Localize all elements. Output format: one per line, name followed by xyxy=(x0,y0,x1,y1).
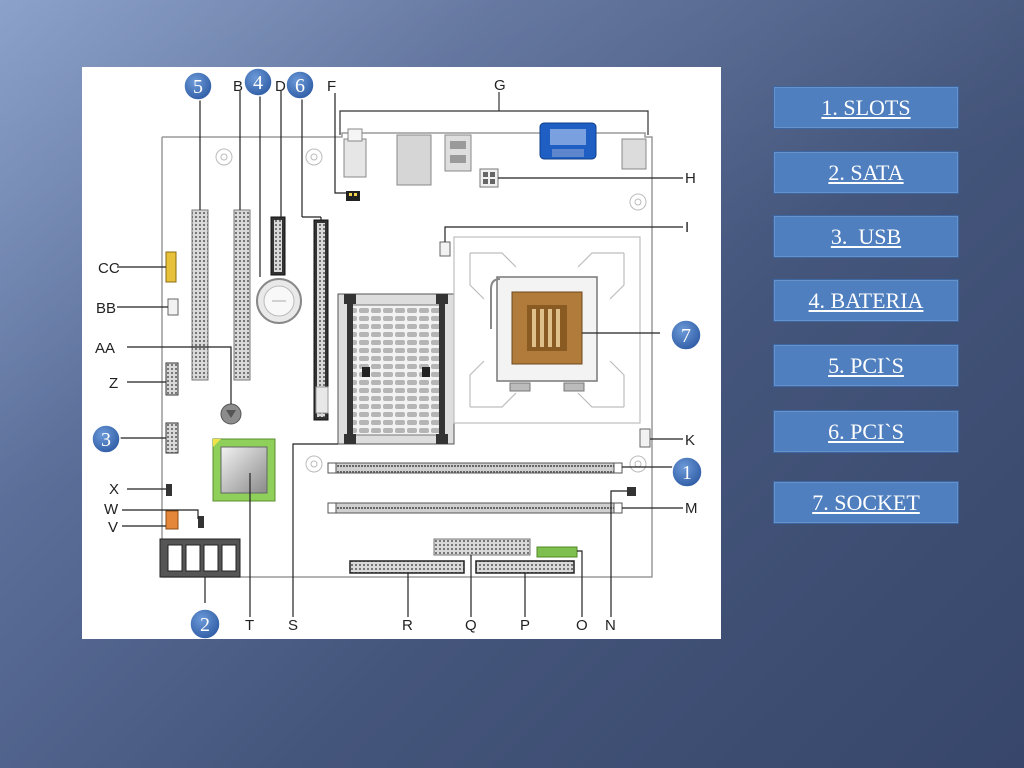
back-panel-connectors xyxy=(343,122,647,201)
chassis-intrusion-header xyxy=(627,487,636,496)
nav-link-pcis-5[interactable]: 5. PCI`S xyxy=(773,344,959,387)
label-t: T xyxy=(245,617,254,634)
label-h: H xyxy=(685,170,696,187)
svg-text:7: 7 xyxy=(681,325,691,347)
motherboard-diagram: B D F G H I K M N O P Q R S T CC BB AA Z… xyxy=(82,67,721,639)
cpu-retention-frame xyxy=(453,236,641,424)
label-r: R xyxy=(402,617,413,634)
marker-5: 5 xyxy=(183,71,213,101)
header-w xyxy=(198,516,204,528)
southbridge-chip xyxy=(212,438,276,502)
svg-text:3: 3 xyxy=(101,429,111,451)
label-x: X xyxy=(109,481,119,498)
label-cc: CC xyxy=(98,260,120,277)
label-b: B xyxy=(233,78,243,95)
label-f: F xyxy=(327,78,336,95)
marker-2: 2 xyxy=(189,608,221,639)
label-d: D xyxy=(275,78,286,95)
svg-text:6: 6 xyxy=(295,75,305,97)
svg-text:2: 2 xyxy=(200,614,210,636)
cpu-socket xyxy=(490,276,598,392)
floppy-connector xyxy=(349,560,465,574)
leader-lines xyxy=(117,89,686,617)
label-k: K xyxy=(685,432,695,449)
usb-header xyxy=(165,422,179,454)
header-v xyxy=(165,510,179,530)
label-n: N xyxy=(605,617,616,634)
pci-slot-2 xyxy=(233,209,251,381)
nav-link-pcis-6[interactable]: 6. PCI`S xyxy=(773,410,959,453)
label-w: W xyxy=(104,501,119,518)
ide-connector xyxy=(475,560,575,574)
fan-header-i xyxy=(439,241,451,257)
nav-link-slots[interactable]: 1. SLOTS xyxy=(773,86,959,129)
number-markers: 5 4 6 7 1 3 2 xyxy=(91,67,703,639)
label-o: O xyxy=(576,617,588,634)
label-p: P xyxy=(520,617,530,634)
fan-header-k xyxy=(639,428,651,448)
nav-link-usb[interactable]: 3. USB xyxy=(773,215,959,258)
marker-7: 7 xyxy=(670,319,702,351)
atx-power-connector xyxy=(433,538,531,556)
label-aa: AA xyxy=(95,340,115,357)
nav-link-socket[interactable]: 7. SOCKET xyxy=(773,481,959,524)
label-i: I xyxy=(685,219,689,236)
label-v: V xyxy=(108,519,118,536)
chipset-heatsink xyxy=(337,293,455,445)
front-panel-header xyxy=(536,546,578,558)
marker-4: 4 xyxy=(243,67,273,97)
marker-6: 6 xyxy=(285,70,315,100)
marker-1: 1 xyxy=(671,456,703,488)
label-m: M xyxy=(685,500,698,517)
header-z xyxy=(165,362,179,396)
svg-text:4: 4 xyxy=(253,72,263,94)
svg-text:5: 5 xyxy=(193,76,203,98)
label-z: Z xyxy=(109,375,118,392)
nav-link-bateria[interactable]: 4. BATERIA xyxy=(773,279,959,322)
header-x xyxy=(166,484,172,496)
mounting-holes xyxy=(215,148,647,473)
label-s: S xyxy=(288,617,298,634)
header-cc xyxy=(165,251,177,283)
letter-labels: B D F G H I K M N O P Q R S T CC BB AA Z… xyxy=(95,77,698,634)
memory-slots xyxy=(327,462,623,514)
sata-connectors xyxy=(159,538,241,578)
label-bb: BB xyxy=(96,300,116,317)
header-bb xyxy=(167,298,179,316)
g-bracket xyxy=(339,110,649,135)
pci-slot-1 xyxy=(191,209,209,381)
svg-text:1: 1 xyxy=(682,462,692,484)
label-g: G xyxy=(494,77,506,94)
marker-3: 3 xyxy=(91,424,121,454)
label-q: Q xyxy=(465,617,477,634)
nav-link-sata[interactable]: 2. SATA xyxy=(773,151,959,194)
